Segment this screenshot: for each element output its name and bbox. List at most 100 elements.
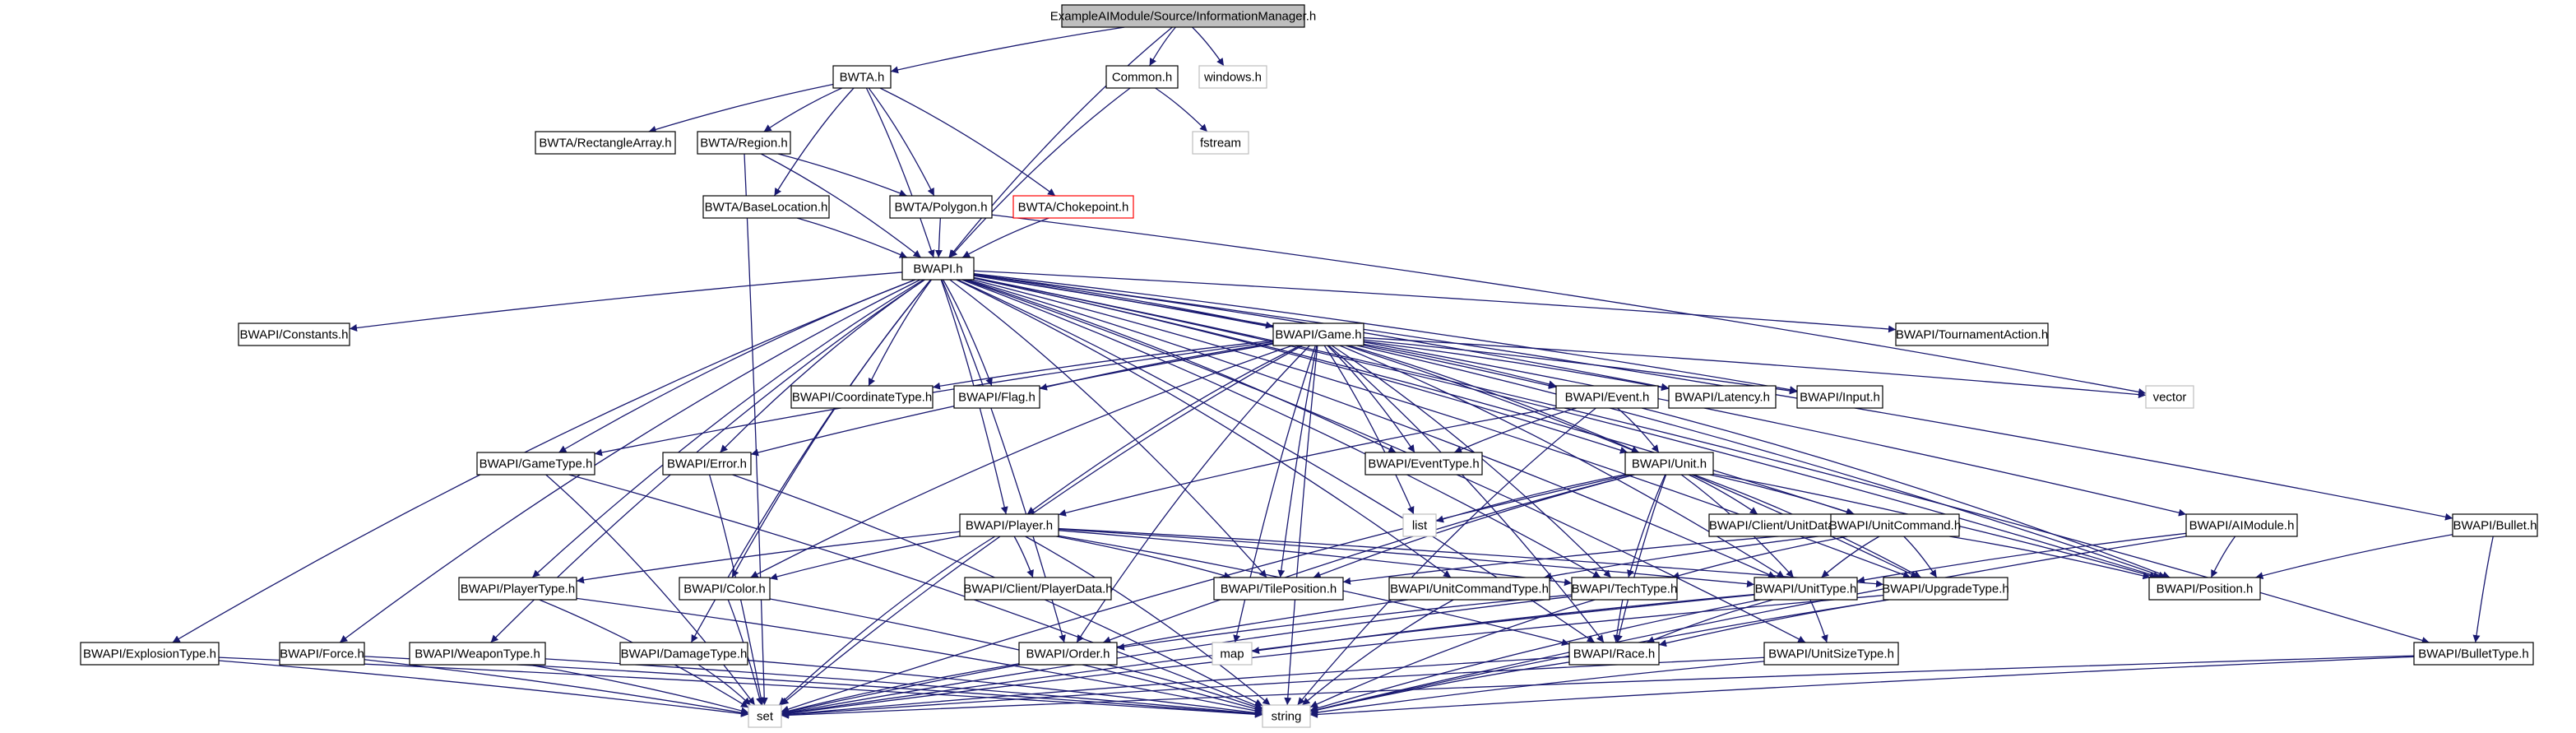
node-root[interactable]: ExampleAIModule/Source/InformationManage… <box>1050 4 1317 28</box>
node-game[interactable]: BWAPI/Game.h <box>1272 322 1364 346</box>
node-list: list <box>1402 513 1437 537</box>
node-label-unitsizetype: BWAPI/UnitSizeType.h <box>1768 647 1894 661</box>
node-player[interactable]: BWAPI/Player.h <box>959 513 1059 537</box>
node-tilepos[interactable]: BWAPI/TilePosition.h <box>1213 577 1344 601</box>
node-box-playertype <box>458 577 577 601</box>
node-playertype[interactable]: BWAPI/PlayerType.h <box>458 577 577 601</box>
node-unitcommand[interactable]: BWAPI/UnitCommand.h <box>1829 513 1961 537</box>
node-unit[interactable]: BWAPI/Unit.h <box>1624 452 1714 476</box>
edge-bwta-to-choke <box>879 87 1056 197</box>
edge-aimodule-to-position <box>2210 536 2236 578</box>
node-color[interactable]: BWAPI/Color.h <box>679 577 771 601</box>
node-common[interactable]: Common.h <box>1105 65 1179 89</box>
edge-bullettype-to-set <box>781 655 2415 719</box>
node-box-bwapi <box>901 257 975 281</box>
node-gametype[interactable]: BWAPI/GameType.h <box>476 452 595 476</box>
edge-game-to-event <box>1363 343 1557 388</box>
edge-player-to-set <box>778 536 996 706</box>
node-tournament[interactable]: BWAPI/TournamentAction.h <box>1895 322 2049 346</box>
node-region[interactable]: BWTA/Region.h <box>697 131 791 155</box>
node-label-polygon: BWTA/Polygon.h <box>894 201 987 215</box>
node-box-event <box>1555 385 1659 409</box>
edge-techtype-to-string <box>1309 599 1596 708</box>
node-box-position <box>2148 577 2261 601</box>
node-techtype[interactable]: BWAPI/TechType.h <box>1571 577 1678 601</box>
node-explosiontype[interactable]: BWAPI/ExplosionType.h <box>80 642 220 666</box>
edge-unitcmdtype-to-string <box>1301 599 1454 706</box>
node-label-tilepos: BWAPI/TilePosition.h <box>1221 582 1337 596</box>
node-label-game: BWAPI/Game.h <box>1275 328 1361 342</box>
node-layer: ExampleAIModule/Source/InformationManage… <box>80 4 2538 728</box>
node-constants[interactable]: BWAPI/Constants.h <box>238 322 350 346</box>
node-bullettype[interactable]: BWAPI/BulletType.h <box>2413 642 2534 666</box>
node-label-bullet: BWAPI/Bullet.h <box>2453 519 2537 533</box>
node-box-windows <box>1198 65 1267 89</box>
node-polygon[interactable]: BWTA/Polygon.h <box>889 195 993 219</box>
edge-explosiontype-to-set <box>218 660 749 717</box>
node-unitdata[interactable]: BWAPI/Client/UnitData.h <box>1708 513 1846 537</box>
node-box-unitcommand <box>1830 513 1960 537</box>
node-box-fstream <box>1192 131 1249 155</box>
node-flag[interactable]: BWAPI/Flag.h <box>953 385 1040 409</box>
edge-unit-to-unitcommand <box>1709 474 1855 516</box>
node-unitsizetype[interactable]: BWAPI/UnitSizeType.h <box>1763 642 1899 666</box>
edge-bwapi-to-position <box>973 276 2161 579</box>
node-force[interactable]: BWAPI/Force.h <box>279 642 365 666</box>
edge-player-to-upgradetype <box>1058 527 1884 588</box>
node-bwapi[interactable]: BWAPI.h <box>901 257 975 281</box>
edge-root-to-windows <box>1192 26 1225 67</box>
node-label-common: Common.h <box>1112 71 1172 85</box>
node-box-error <box>662 452 752 476</box>
edge-player-to-techtype <box>1058 530 1573 587</box>
node-playerdata[interactable]: BWAPI/Client/PlayerData.h <box>963 577 1113 601</box>
node-race[interactable]: BWAPI/Race.h <box>1568 642 1660 666</box>
node-aimodule[interactable]: BWAPI/AIModule.h <box>2185 513 2298 537</box>
node-weapontype[interactable]: BWAPI/WeaponType.h <box>409 642 546 666</box>
edge-gametype-to-string <box>568 474 1263 709</box>
node-bullet[interactable]: BWAPI/Bullet.h <box>2452 513 2538 537</box>
node-box-techtype <box>1571 577 1678 601</box>
node-box-force <box>279 642 365 666</box>
edge-bwta-to-bwapi <box>865 87 935 258</box>
node-box-eventtype <box>1364 452 1483 476</box>
node-upgradetype[interactable]: BWAPI/UpgradeType.h <box>1882 577 2009 601</box>
edge-bwapi-to-explosiontype <box>172 279 916 643</box>
node-input[interactable]: BWAPI/Input.h <box>1796 385 1883 409</box>
edge-game-to-set <box>781 345 1303 706</box>
edge-player-to-tilepos <box>1056 536 1232 579</box>
node-coordtype[interactable]: BWAPI/CoordinateType.h <box>790 385 934 409</box>
node-box-bullettype <box>2413 642 2534 666</box>
node-latency[interactable]: BWAPI/Latency.h <box>1668 385 1777 409</box>
edge-root-to-bwta <box>890 26 1125 74</box>
node-damagetype[interactable]: BWAPI/DamageType.h <box>619 642 748 666</box>
edge-order-to-string <box>1106 664 1263 711</box>
node-choke[interactable]: BWTA/Chokepoint.h <box>1012 195 1134 219</box>
edge-aimodule-to-unittype <box>1856 532 2187 584</box>
node-position[interactable]: BWAPI/Position.h <box>2148 577 2261 601</box>
edge-game-to-string <box>1284 345 1318 706</box>
edge-layer <box>172 26 2494 719</box>
node-label-rectarray: BWTA/RectangleArray.h <box>539 137 671 151</box>
edge-bwapi-to-eventtype <box>965 279 1397 453</box>
node-event[interactable]: BWAPI/Event.h <box>1555 385 1659 409</box>
node-baseloc[interactable]: BWTA/BaseLocation.h <box>702 195 830 219</box>
edge-techtype-to-race <box>1613 599 1624 643</box>
edge-game-to-latency <box>1363 341 1670 392</box>
edge-game-to-tilepos <box>1277 345 1318 578</box>
edge-order-to-set <box>781 663 1020 715</box>
edge-game-to-eventtype <box>1327 345 1415 453</box>
node-error[interactable]: BWAPI/Error.h <box>662 452 752 476</box>
edge-unittype-to-race <box>1647 599 1773 643</box>
node-box-unitsizetype <box>1763 642 1899 666</box>
node-eventtype[interactable]: BWAPI/EventType.h <box>1364 452 1483 476</box>
node-order[interactable]: BWAPI/Order.h <box>1018 642 1118 666</box>
node-label-techtype: BWAPI/TechType.h <box>1572 582 1678 596</box>
node-unitcmdtype[interactable]: BWAPI/UnitCommandType.h <box>1388 577 1550 601</box>
node-bwta[interactable]: BWTA.h <box>832 65 892 89</box>
node-box-root <box>1061 4 1305 28</box>
edge-choke-to-bwapi <box>961 217 1049 258</box>
node-rectarray[interactable]: BWTA/RectangleArray.h <box>535 131 676 155</box>
node-unittype[interactable]: BWAPI/UnitType.h <box>1754 577 1858 601</box>
node-fstream: fstream <box>1192 131 1249 155</box>
